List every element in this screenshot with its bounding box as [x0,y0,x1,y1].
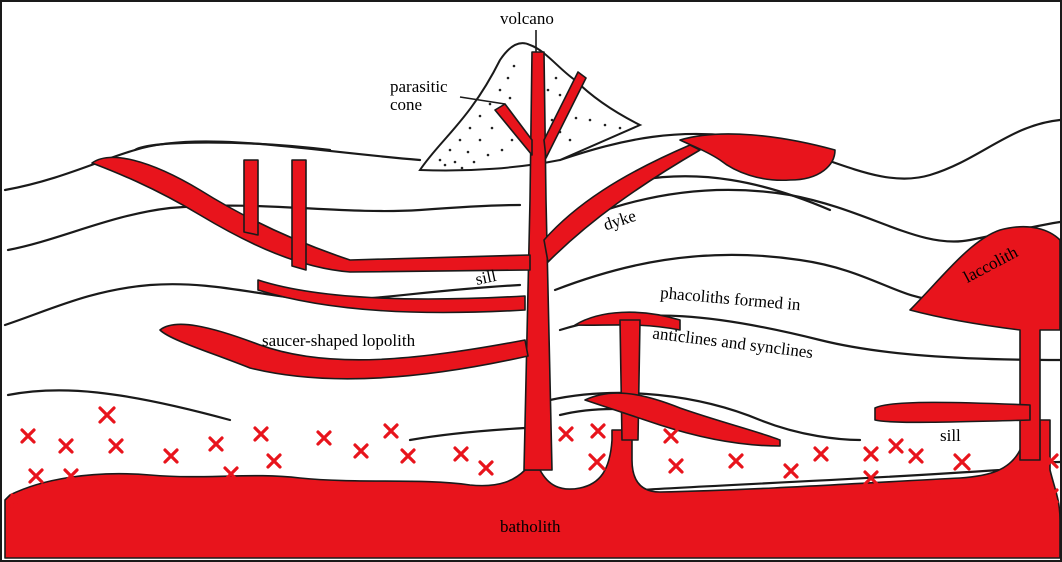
label-batholith: batholith [500,517,561,536]
left-vertical-dyke-a [244,160,258,235]
label-saucer-shaped-lopolith: saucer-shaped lopolith [262,331,416,350]
lower-right-sill [875,402,1030,422]
left-vertical-dyke-b [292,160,306,270]
label-sill-lower: sill [940,426,961,445]
label-volcano: volcano [500,9,554,28]
label-parasitic-cone-line1: parasitic [390,77,448,96]
phacolith-feeder-dyke [620,320,640,440]
label-parasitic-cone-line2: cone [390,95,422,114]
